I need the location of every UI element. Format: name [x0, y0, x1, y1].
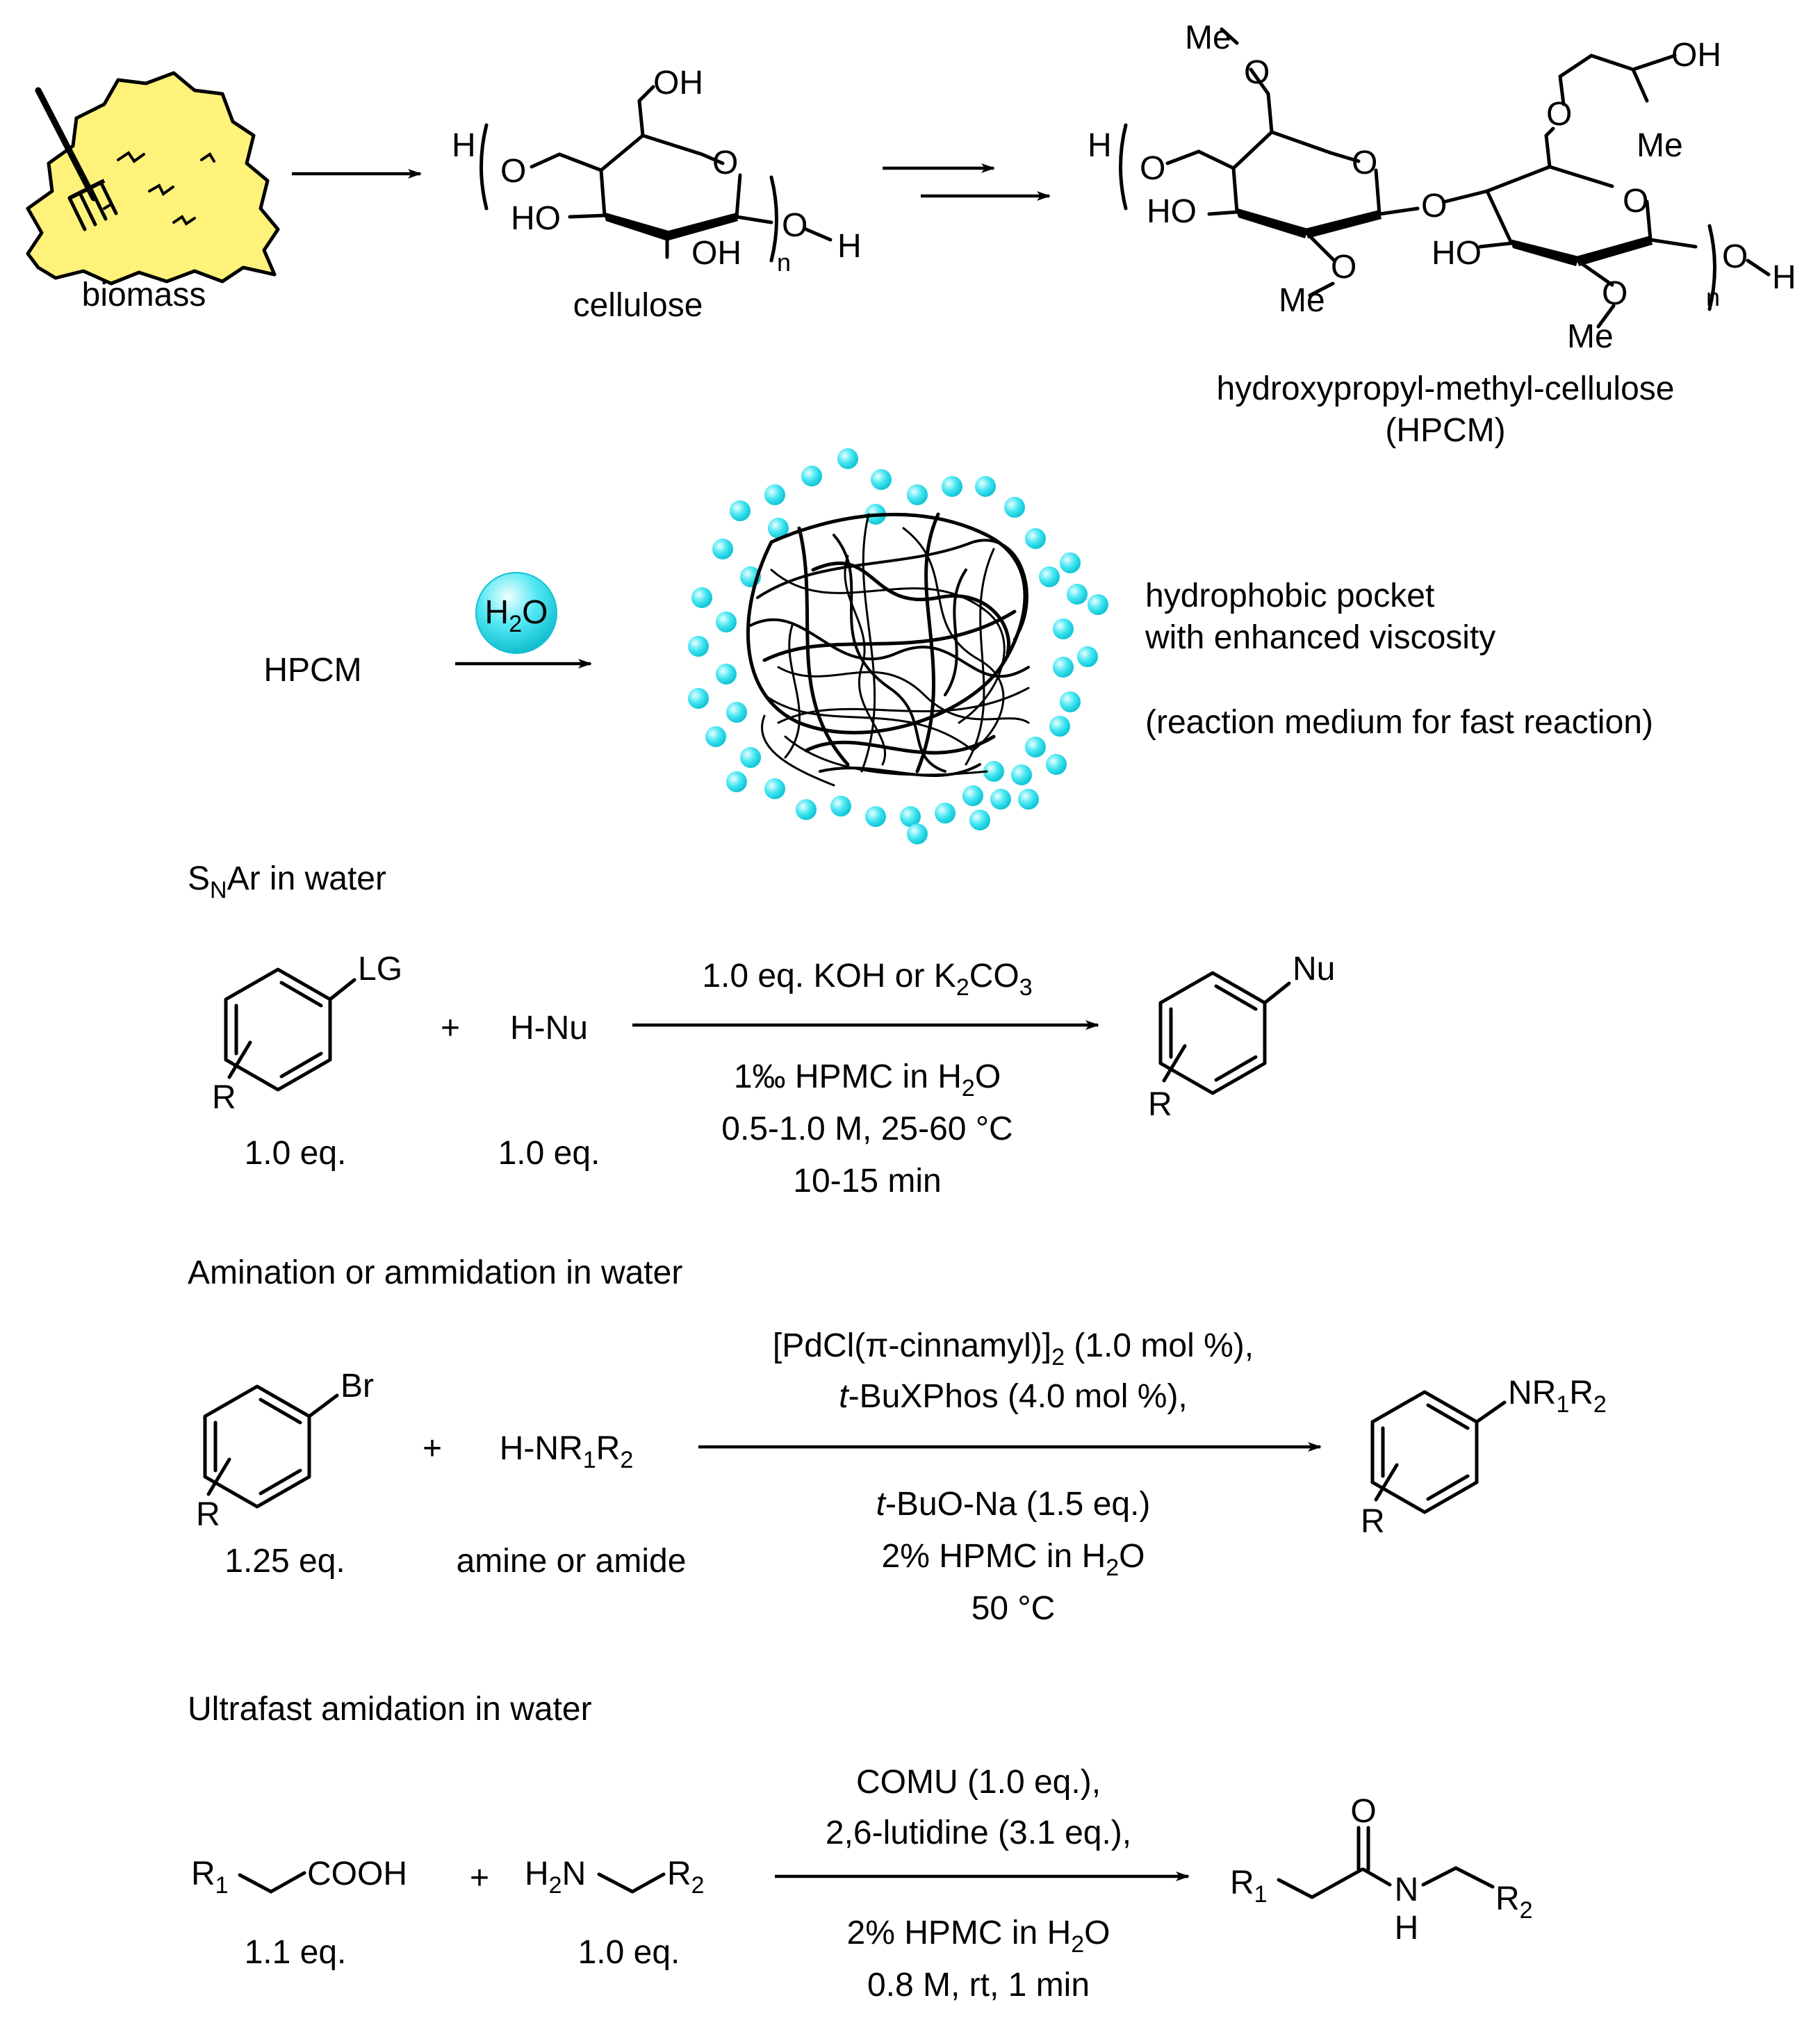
hpcm-abbrev: (HPCM)	[1385, 412, 1505, 449]
snar-title: SNAr in water	[188, 860, 386, 903]
amination-condition-bot1: t-BuO-Na (1.5 eq.)	[876, 1486, 1151, 1523]
cellulose-oh-bottom: OH	[691, 235, 741, 272]
amidation-product-n: N	[1395, 1872, 1419, 1908]
amidation-product-h: H	[1395, 1910, 1419, 1947]
amination-condition-top1: [PdCl(π-cinnamyl)]2 (1.0 mol %),	[773, 1327, 1254, 1370]
amidation-h2n: H2N	[525, 1856, 586, 1899]
cellulose-n: n	[777, 248, 791, 277]
amidation-r2: R2	[667, 1856, 705, 1899]
water-beads	[688, 448, 1108, 844]
snar-condition-3: 10-15 min	[793, 1163, 941, 1199]
cellulose-ring-o: O	[712, 145, 738, 181]
cellulose-label: cellulose	[573, 287, 703, 324]
amination-eq1: 1.25 eq.	[224, 1543, 345, 1580]
snar-condition-top: 1.0 eq. KOH or K2CO3	[702, 958, 1032, 1001]
snar-eq2: 1.0 eq.	[498, 1135, 600, 1172]
hpcm-name: hydroxypropyl-methyl-cellulose	[1217, 370, 1675, 407]
hpcm-o-top: O	[1244, 54, 1270, 91]
amination-title: Amination or ammidation in water	[188, 1254, 682, 1291]
snar-product	[1158, 971, 1291, 1095]
hpcm-ring-o-2: O	[1623, 183, 1648, 220]
amidation-condition-bot1: 2% HPMC in H2O	[847, 1915, 1110, 1958]
hpcm-me-2: Me	[1567, 318, 1614, 355]
amination-condition-top2: t-BuXPhos (4.0 mol %),	[839, 1378, 1188, 1415]
biomass-label: biomass	[82, 277, 206, 313]
hpcm-me-top: Me	[1185, 19, 1231, 56]
cellulose-oh-top: OH	[653, 65, 703, 101]
snar-eq1: 1.0 eq.	[245, 1135, 347, 1172]
snar-product-r: R	[1148, 1086, 1172, 1123]
amidation-product-o: O	[1350, 1793, 1376, 1830]
hpcm-o-glycosidic: O	[1421, 188, 1447, 224]
amidation-condition-bot2: 0.8 M, rt, 1 min	[867, 1967, 1090, 2004]
amination-condition-bot2: 2% HPMC in H2O	[882, 1538, 1145, 1581]
amination-product	[1370, 1390, 1507, 1514]
hpcm-oh-top: OH	[1671, 37, 1721, 74]
cellulose-ho: HO	[511, 200, 561, 237]
snar-r-label: R	[212, 1079, 236, 1116]
water-bead-icon	[475, 572, 557, 654]
amination-r-label: R	[196, 1496, 220, 1533]
snar-plus: +	[441, 1010, 460, 1047]
cellulose-h-left: H	[452, 127, 476, 164]
pocket-desc-line1: hydrophobic pocket	[1145, 578, 1434, 614]
hpcm-me-1: Me	[1279, 282, 1325, 319]
hpcm-o-left: O	[1140, 150, 1165, 187]
amidation-eq1: 1.1 eq.	[245, 1934, 347, 1971]
amidation-amine-chain	[597, 1872, 666, 1894]
snar-condition-2: 0.5-1.0 M, 25-60 °C	[721, 1111, 1013, 1147]
amidation-r1: R1	[191, 1856, 229, 1899]
amidation-product-skeleton	[1277, 1826, 1495, 1899]
hpcm-o-ome-2: O	[1602, 275, 1628, 312]
amidation-plus: +	[470, 1860, 489, 1897]
snar-nucleophile: H-Nu	[510, 1010, 588, 1047]
hpcm-me-top-right: Me	[1637, 127, 1683, 164]
amination-br-label: Br	[341, 1368, 374, 1404]
cellulose-o-left: O	[500, 153, 526, 190]
cellulose-h-right: H	[837, 228, 862, 265]
amidation-cooh: COOH	[307, 1856, 407, 1892]
snar-lg-label: LG	[358, 951, 402, 988]
amination-product-amine: NR1R2	[1508, 1375, 1607, 1418]
pocket-desc-line2: with enhanced viscosity	[1145, 619, 1495, 656]
hpcm-n: n	[1706, 283, 1720, 311]
amination-plus: +	[423, 1430, 442, 1467]
snar-condition-1: 1‰ HPMC in H2O	[734, 1058, 1001, 1101]
hpcm-h-left: H	[1088, 127, 1112, 164]
amination-amine: H-NR1R2	[500, 1430, 634, 1473]
hpcm-o-ome-1: O	[1331, 249, 1356, 286]
hpcm-ho-1: HO	[1147, 193, 1197, 230]
snar-product-nu: Nu	[1293, 951, 1335, 988]
water-reagent-label: H2O	[485, 594, 548, 637]
hpcm-o-hydroxypropyl: O	[1546, 96, 1572, 133]
polymer-tangle	[746, 512, 1030, 787]
biomass-haystack-icon	[26, 71, 280, 286]
amination-condition-bot3: 50 °C	[972, 1590, 1056, 1627]
hpcm-ho-2: HO	[1432, 235, 1482, 272]
amidation-eq2: 1.0 eq.	[578, 1934, 680, 1971]
cellulose-structure	[479, 85, 833, 263]
pocket-desc-line3: (reaction medium for fast reaction)	[1145, 704, 1653, 741]
amidation-condition-top1: COMU (1.0 eq.),	[856, 1764, 1101, 1801]
cellulose-o-right: O	[782, 207, 807, 244]
hpcm-h-right: H	[1772, 259, 1796, 296]
amidation-condition-top2: 2,6-lutidine (3.1 eq.),	[826, 1815, 1131, 1851]
amination-aryl-bromide	[203, 1384, 339, 1509]
amidation-acid-chain	[238, 1871, 306, 1894]
hpcm-ring-o-1: O	[1352, 145, 1377, 181]
amidation-product-r2: R2	[1495, 1881, 1533, 1924]
amidation-title: Ultrafast amidation in water	[188, 1691, 592, 1728]
hpcm-structure	[1119, 27, 1771, 329]
hpcm-o-right: O	[1722, 238, 1748, 275]
amidation-product-r1: R1	[1230, 1865, 1268, 1908]
snar-aryl-reactant	[224, 967, 356, 1092]
middle-reactant-hpcm: HPCM	[263, 652, 361, 689]
amination-product-r: R	[1361, 1503, 1385, 1540]
amination-eq2: amine or amide	[457, 1543, 687, 1580]
